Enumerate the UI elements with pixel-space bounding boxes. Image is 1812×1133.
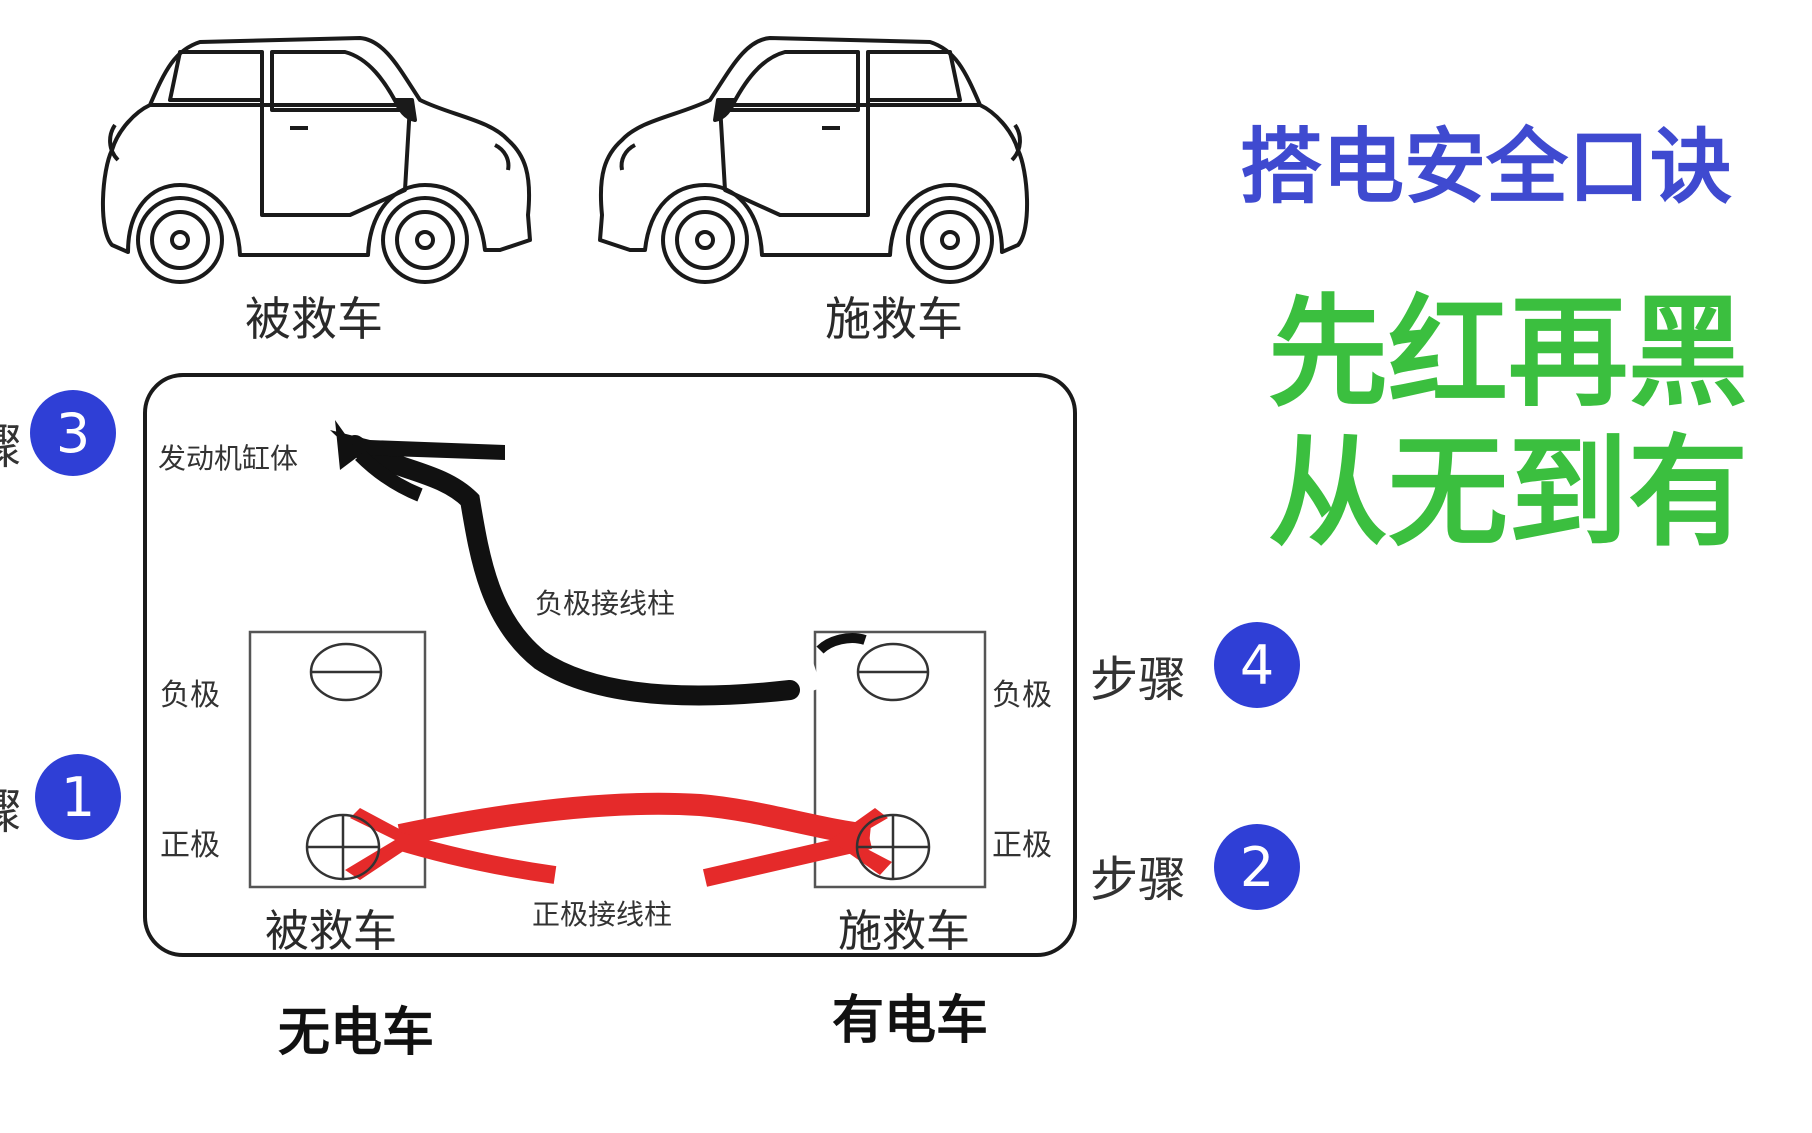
rescue-car-illustration [598,36,1030,284]
positive-cable [345,792,892,887]
rescued-negative-label: 负极 [160,678,220,713]
rescue-positive-terminal [855,813,931,881]
step3-badge: 3 [30,390,116,476]
rescue-positive-label: 正极 [992,828,1052,863]
negative-cable-label: 负极接线柱 [535,587,676,620]
engine-bay-frame [143,373,1077,957]
step2-text: 步骤 [1090,852,1187,908]
rescue-negative-label: 负极 [992,678,1052,713]
live-car-label: 有电车 [832,991,989,1051]
dead-car-label: 无电车 [278,1003,435,1063]
rescued-negative-terminal [309,642,383,702]
rescue-battery-name: 施救车 [838,906,970,957]
motto-line-2: 从无到有 [1268,424,1748,563]
rescue-battery [813,630,987,889]
rescued-car-illustration [100,36,532,284]
rescued-positive-label: 正极 [160,828,220,863]
step4-badge: 4 [1214,622,1300,708]
rescued-battery-name: 被救车 [265,906,397,957]
rescued-positive-terminal [305,813,381,881]
engine-block-label: 发动机缸体 [158,442,299,475]
rescue-negative-terminal [856,642,930,702]
rescued-car-label: 被救车 [245,292,383,346]
step2-badge: 2 [1214,824,1300,910]
motto-title: 搭电安全口诀 [1240,120,1733,215]
positive-cable-label: 正极接线柱 [532,898,673,931]
step1-badge: 1 [35,754,121,840]
step1-text: 骤 [0,772,22,842]
motto-line-1: 先红再黑 [1268,284,1748,423]
negative-cable [330,420,867,706]
rescued-battery [248,630,427,889]
step4-text: 步骤 [1090,652,1187,708]
step3-text: 骤 [0,407,22,477]
rescue-car-label: 施救车 [825,292,963,346]
